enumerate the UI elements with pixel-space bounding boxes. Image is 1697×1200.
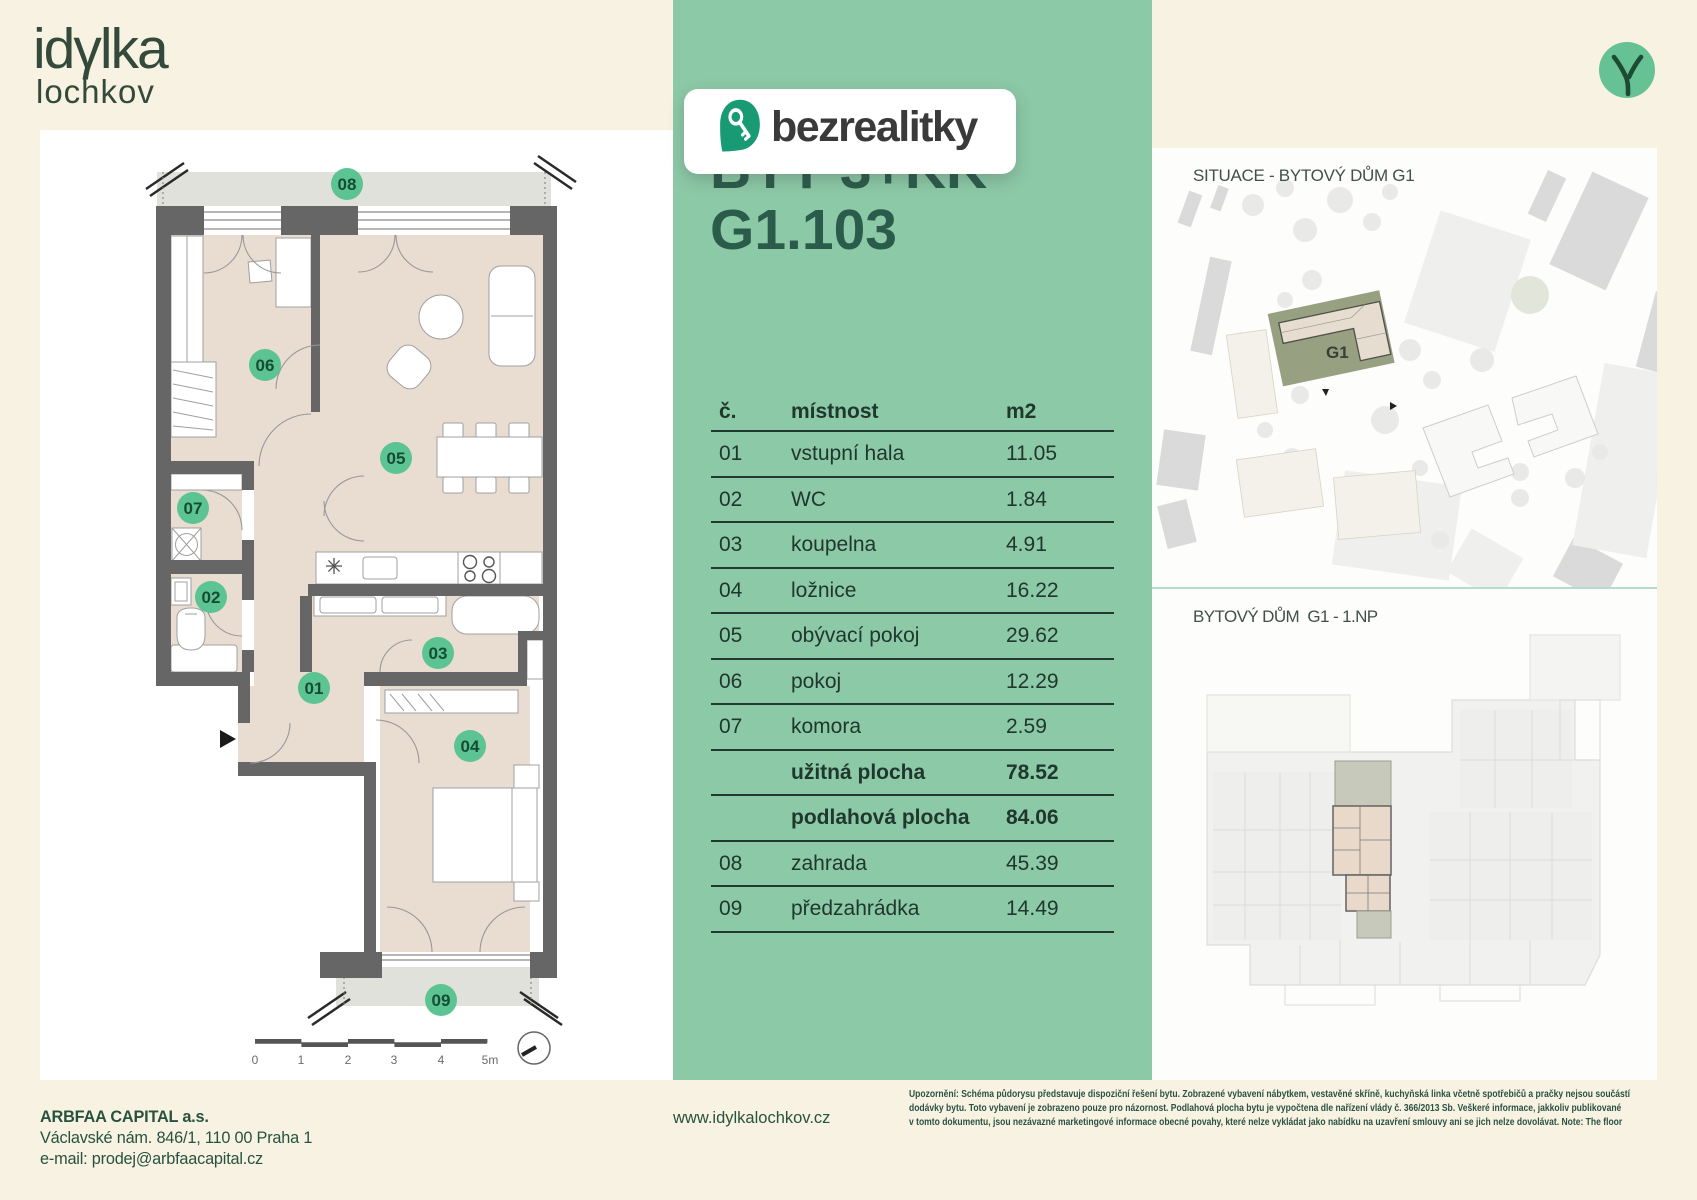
svg-text:03: 03 xyxy=(429,644,448,663)
svg-text:G1: G1 xyxy=(1326,343,1349,362)
svg-text:02: 02 xyxy=(202,588,221,607)
svg-text:2: 2 xyxy=(345,1053,352,1067)
svg-text:08: 08 xyxy=(338,175,357,194)
svg-text:5m: 5m xyxy=(482,1053,499,1067)
svg-text:4: 4 xyxy=(438,1053,445,1067)
svg-text:0: 0 xyxy=(252,1053,259,1067)
svg-text:09: 09 xyxy=(432,991,451,1010)
svg-text:06: 06 xyxy=(256,356,275,375)
svg-text:07: 07 xyxy=(184,499,203,518)
svg-text:01: 01 xyxy=(305,679,324,698)
svg-text:05: 05 xyxy=(387,449,406,468)
svg-text:1: 1 xyxy=(298,1053,305,1067)
svg-text:04: 04 xyxy=(461,737,480,756)
svg-text:3: 3 xyxy=(391,1053,398,1067)
